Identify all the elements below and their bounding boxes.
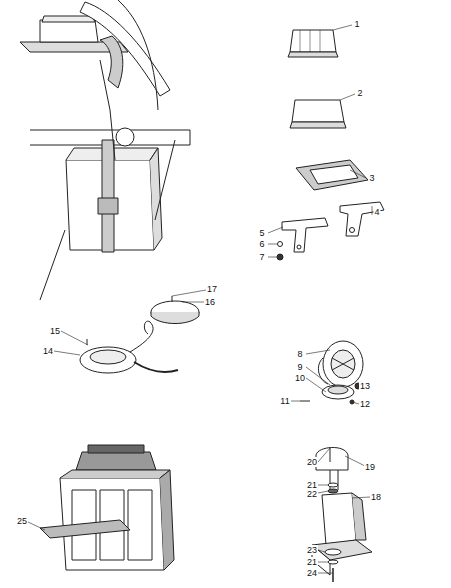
callout-number: 25 bbox=[16, 516, 28, 526]
callout-number: 10 bbox=[294, 373, 306, 383]
callout-number: 16 bbox=[204, 297, 216, 307]
callout-number: 20 bbox=[306, 457, 318, 467]
callout-number: 1 bbox=[353, 19, 360, 29]
callout-number: 23 bbox=[306, 545, 318, 555]
callout-number: 13 bbox=[359, 381, 371, 391]
callout-number: 7 bbox=[258, 252, 265, 262]
callout-number: 2 bbox=[356, 88, 363, 98]
callout-number: 8 bbox=[296, 349, 303, 359]
callout-number: 17 bbox=[206, 284, 218, 294]
callout-number: 3 bbox=[368, 173, 375, 183]
callout-number: 12 bbox=[359, 399, 371, 409]
callout-number: 22 bbox=[306, 489, 318, 499]
callout-number: 9 bbox=[296, 362, 303, 372]
callout-number: 21 bbox=[306, 557, 318, 567]
callout-number: 5 bbox=[258, 228, 265, 238]
callout-number: 4 bbox=[373, 207, 380, 217]
callout-number: 15 bbox=[49, 326, 61, 336]
callout-number: 19 bbox=[364, 462, 376, 472]
callout-number: 24 bbox=[306, 568, 318, 578]
callout-number: 11 bbox=[279, 396, 290, 406]
callout-number: 18 bbox=[370, 492, 382, 502]
callout-number: 6 bbox=[258, 239, 265, 249]
callout-number: 14 bbox=[42, 346, 54, 356]
